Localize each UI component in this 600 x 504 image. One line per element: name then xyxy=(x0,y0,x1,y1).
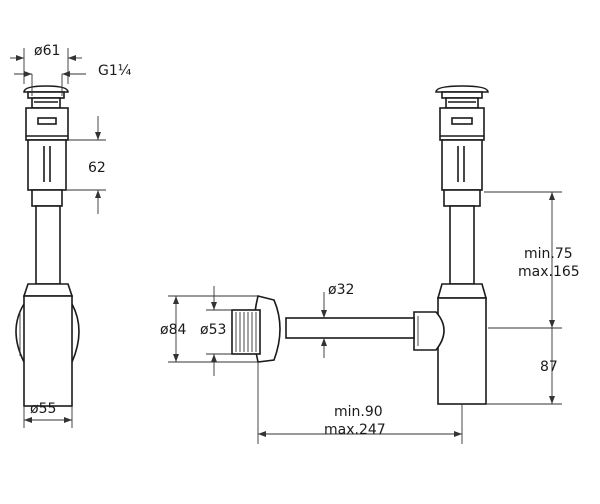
dim-upper-height: 62 xyxy=(88,160,106,176)
dim-wall-flange-inner: ø53 xyxy=(200,322,226,338)
dim-side-top-diameter: ø61 xyxy=(34,43,60,59)
dim-thread: G1¼ xyxy=(98,63,132,79)
front-view-dimensions: ø84 ø53 ø32 min.75 max.165 87 m xyxy=(160,191,580,444)
side-view-dimensions: ø61 G1¼ 62 ø55 xyxy=(10,43,132,428)
dim-trap-height: 87 xyxy=(540,359,558,375)
dim-vertical-min: min.75 xyxy=(524,246,573,262)
dim-vertical-max: max.165 xyxy=(518,264,580,280)
dim-horizontal-max: max.247 xyxy=(324,422,386,438)
dim-wall-flange-outer: ø84 xyxy=(160,322,186,338)
dim-outlet-diameter: ø32 xyxy=(328,282,354,298)
dim-horizontal-min: min.90 xyxy=(334,404,383,420)
side-view xyxy=(15,85,80,407)
dim-side-bottom-diameter: ø55 xyxy=(30,401,56,417)
front-view xyxy=(231,85,489,405)
